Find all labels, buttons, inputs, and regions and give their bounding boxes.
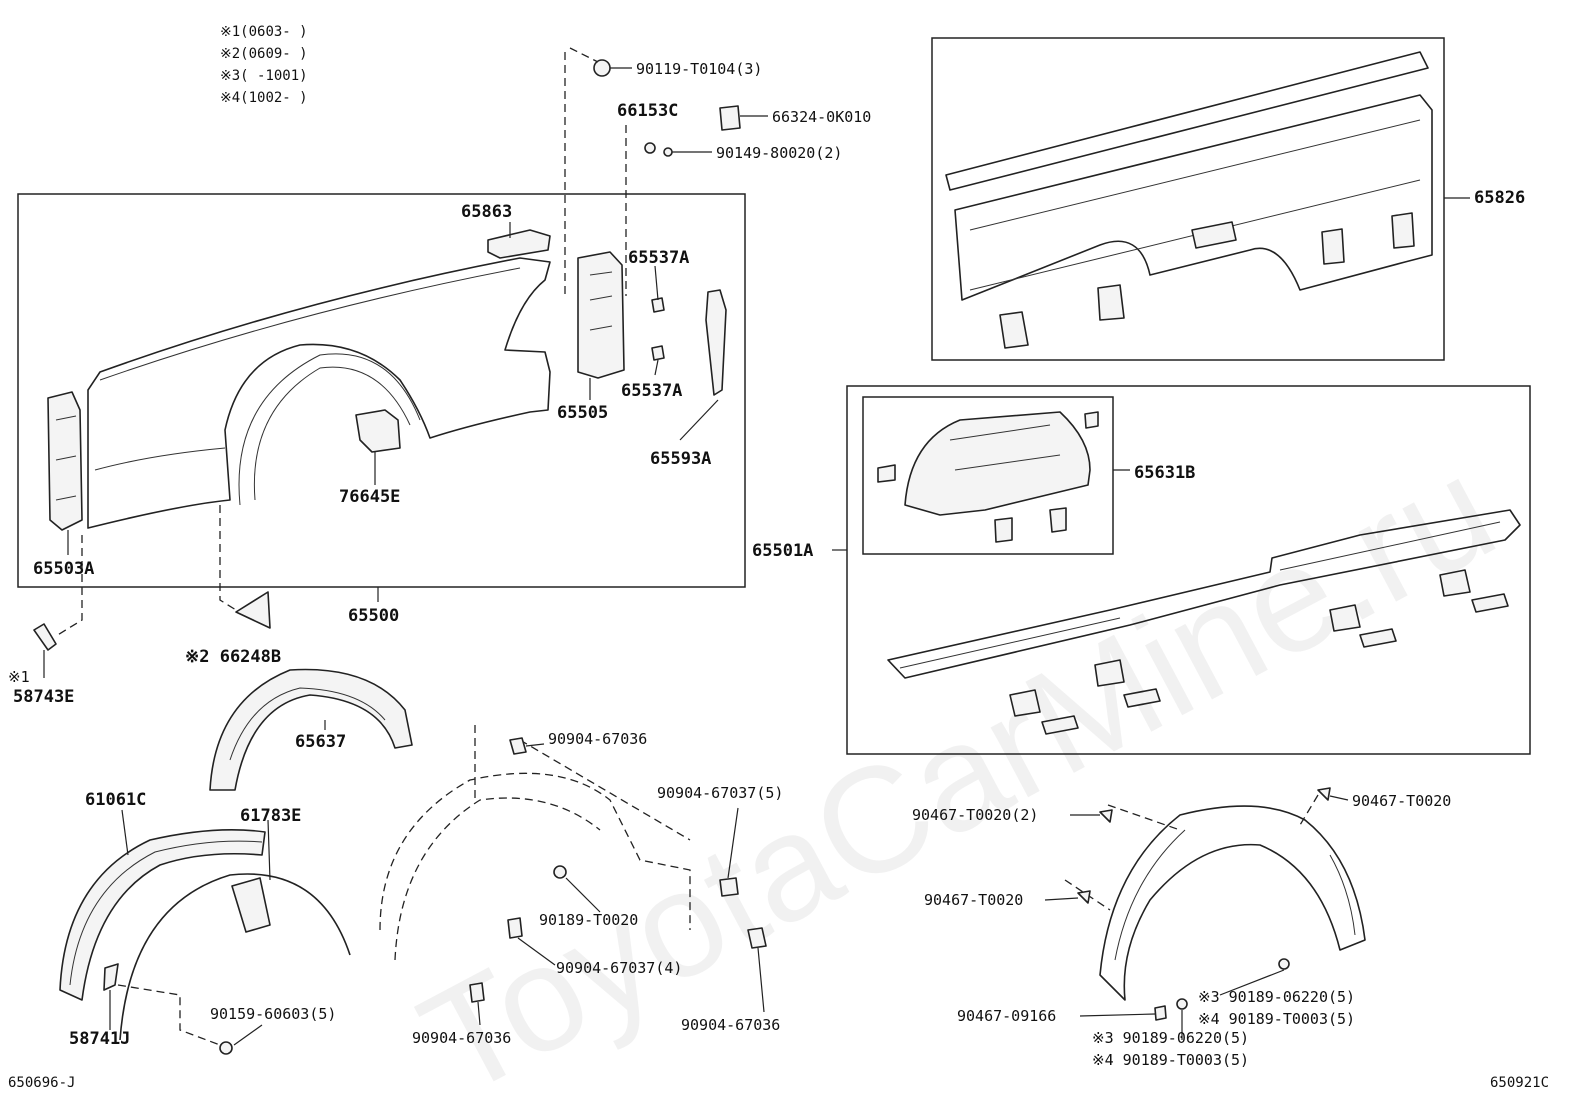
label-66248b[interactable]: ※2 66248B	[185, 647, 281, 667]
label-76645e[interactable]: 76645E	[339, 487, 400, 507]
label-65863[interactable]: 65863	[461, 202, 512, 222]
wheelhouse-inner-box	[862, 396, 1114, 555]
clip-66324-icon[interactable]	[719, 105, 741, 131]
note-3: ※3( -1001)	[220, 68, 308, 84]
part-65503a[interactable]	[47, 391, 83, 531]
label-90159-60603[interactable]: 90159-60603(5)	[210, 1005, 336, 1023]
label-90189-06220-bottom[interactable]: ※3 90189-06220(5)	[1092, 1029, 1249, 1047]
label-90119-t0104[interactable]: 90119-T0104(3)	[636, 60, 762, 78]
label-90467-t0020-2[interactable]: 90467-T0020(2)	[912, 806, 1038, 824]
part-65631b[interactable]	[877, 411, 1099, 543]
part-58743e[interactable]	[33, 623, 57, 651]
label-65501a[interactable]: 65501A	[752, 541, 813, 561]
nut-66153c-icon[interactable]	[644, 142, 656, 154]
part-65501a[interactable]	[887, 509, 1521, 735]
clip-90189-t0020[interactable]	[553, 865, 567, 879]
note-2: ※2(0609- )	[220, 46, 308, 62]
nut-90189-lower[interactable]	[1176, 998, 1188, 1010]
clip-90467-09166[interactable]	[1154, 1005, 1167, 1021]
fender-liner-center[interactable]	[379, 725, 691, 961]
label-90189-t0003-right[interactable]: ※4 90189-T0003(5)	[1198, 1010, 1355, 1028]
part-61061c[interactable]	[59, 829, 266, 1001]
label-90904-67037-4[interactable]: 90904-67037(4)	[556, 959, 682, 977]
part-labels: 90119-T0104(3) 66153C 66324-0K010 90149-…	[8, 60, 1525, 1069]
label-90904-67036-top[interactable]: 90904-67036	[548, 730, 647, 748]
part-61783e[interactable]	[119, 873, 351, 1041]
part-65826[interactable]	[945, 51, 1433, 349]
label-65631b[interactable]: 65631B	[1134, 463, 1195, 483]
label-90467-t0020-left[interactable]: 90467-T0020	[924, 891, 1023, 909]
bolt-90119-icon[interactable]	[593, 59, 611, 77]
label-65537a-lower[interactable]: 65537A	[621, 381, 682, 401]
clip-90904-67036-top[interactable]	[509, 737, 527, 755]
label-90189-06220-right[interactable]: ※3 90189-06220(5)	[1198, 988, 1355, 1006]
label-90904-67036-low[interactable]: 90904-67036	[412, 1029, 511, 1047]
label-66324-0k010[interactable]: 66324-0K010	[772, 108, 871, 126]
clip-65537a-lower[interactable]	[651, 345, 665, 361]
clip-90904-67036-low[interactable]	[469, 982, 485, 1003]
part-65863[interactable]	[487, 229, 551, 259]
clip-90467-t0020-a[interactable]	[1099, 809, 1113, 823]
clip-90904-67036-right[interactable]	[747, 927, 767, 949]
label-65637[interactable]: 65637	[295, 732, 346, 752]
label-65500[interactable]: 65500	[348, 606, 399, 626]
label-61061c[interactable]: 61061C	[85, 790, 146, 810]
side-panel-group-box	[17, 193, 746, 588]
label-90467-t0020-right[interactable]: 90467-T0020	[1352, 792, 1451, 810]
option-notes: ※1(0603- ) ※2(0609- ) ※3( -1001) ※4(1002…	[220, 24, 308, 106]
catalog-code-left: 650696-J	[8, 1075, 75, 1091]
label-58743e-option-mark: ※1	[8, 668, 30, 686]
floor-group-box	[846, 385, 1531, 755]
label-90189-t0003-bottom[interactable]: ※4 90189-T0003(5)	[1092, 1051, 1249, 1069]
label-65503a[interactable]: 65503A	[33, 559, 94, 579]
label-65826[interactable]: 65826	[1474, 188, 1525, 208]
part-76645e[interactable]	[355, 409, 401, 453]
label-90189-t0020[interactable]: 90189-T0020	[539, 911, 638, 929]
label-90904-67037-5[interactable]: 90904-67037(5)	[657, 784, 783, 802]
part-65505[interactable]	[577, 251, 625, 379]
part-65637[interactable]	[209, 668, 413, 791]
label-58741j[interactable]: 58741J	[69, 1029, 130, 1049]
label-65537a-upper[interactable]: 65537A	[628, 248, 689, 268]
fender-liner-right[interactable]	[1064, 794, 1366, 1001]
label-90467-09166[interactable]: 90467-09166	[957, 1007, 1056, 1025]
screw-90149-icon[interactable]	[663, 147, 673, 157]
label-90149-80020[interactable]: 90149-80020(2)	[716, 144, 842, 162]
nut-90189-upper[interactable]	[1278, 958, 1290, 970]
label-90904-67036-right[interactable]: 90904-67036	[681, 1016, 780, 1034]
note-4: ※4(1002- )	[220, 90, 308, 106]
clip-90467-t0020-c[interactable]	[1077, 890, 1091, 904]
label-65505[interactable]: 65505	[557, 403, 608, 423]
label-65593a[interactable]: 65593A	[650, 449, 711, 469]
clip-90904-67037-right[interactable]	[719, 877, 739, 897]
label-66153c[interactable]: 66153C	[617, 101, 678, 121]
part-66248b[interactable]	[235, 591, 271, 629]
clip-90904-67037-mid[interactable]	[507, 917, 523, 939]
catalog-code-right: 650921C	[1490, 1075, 1549, 1091]
part-58741j[interactable]	[103, 963, 119, 991]
label-58743e[interactable]: 58743E	[13, 687, 74, 707]
note-1: ※1(0603- )	[220, 24, 308, 40]
clip-90467-t0020-b[interactable]	[1317, 787, 1331, 801]
screw-90159-icon[interactable]	[219, 1041, 233, 1055]
clip-65537a-upper[interactable]	[651, 297, 665, 313]
front-panel-group-box	[931, 37, 1445, 361]
side-outer-panel[interactable]	[87, 257, 551, 529]
part-65593a[interactable]	[705, 289, 727, 396]
label-61783e[interactable]: 61783E	[240, 806, 301, 826]
